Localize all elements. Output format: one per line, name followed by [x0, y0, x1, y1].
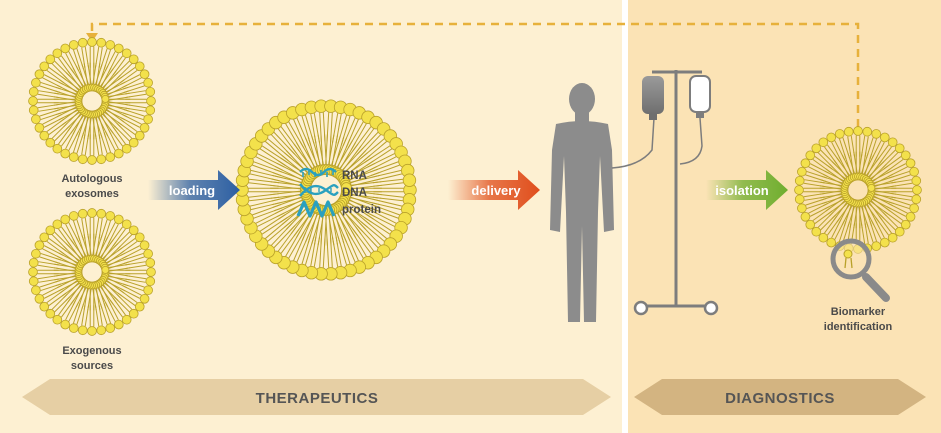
- iv-bag-grey: [642, 76, 664, 114]
- panel-divider: [622, 0, 628, 433]
- exogenous-label-line2: sources: [71, 360, 113, 372]
- isolation-arrow: isolation: [706, 170, 788, 210]
- cargo-label-rna: RNA: [342, 170, 367, 182]
- iv-tube-2: [679, 117, 703, 165]
- iv-tube: [611, 117, 655, 169]
- biomarker-label-line2: identification: [824, 321, 893, 333]
- human-figure-icon: [550, 83, 614, 322]
- magnifying-glass-icon: [830, 238, 890, 302]
- autologous-label-line1: Autologous: [61, 173, 122, 185]
- iv-bag-white: [689, 75, 711, 113]
- delivery-arrow: delivery: [448, 170, 540, 210]
- autologous-exosome-vesicle: [28, 37, 156, 165]
- diagnostics-title: DIAGNOSTICS: [725, 390, 835, 407]
- diagnostics-banner: DIAGNOSTICS: [634, 379, 926, 415]
- cargo-label-dna: DNA: [342, 187, 367, 199]
- loading-arrow: loading: [148, 170, 240, 210]
- autologous-label-line2: exosomes: [65, 188, 119, 200]
- isolation-arrow-label: isolation: [715, 183, 769, 198]
- loaded-exosome-vesicle: [235, 99, 417, 281]
- loading-arrow-label: loading: [169, 183, 215, 198]
- cargo-label-protein: protein: [342, 204, 381, 216]
- biomarker-label-line1: Biomarker: [831, 306, 886, 318]
- delivery-arrow-label: delivery: [471, 183, 521, 198]
- exogenous-source-vesicle: [28, 208, 156, 336]
- rna-icon: [299, 167, 337, 177]
- therapeutics-title: THERAPEUTICS: [256, 390, 379, 407]
- therapeutics-banner: THERAPEUTICS: [22, 379, 611, 415]
- feedback-dashed-line: [90, 22, 860, 127]
- exogenous-label-line1: Exogenous: [62, 345, 121, 357]
- dna-icon: [299, 183, 339, 197]
- iv-stand-icon: [611, 70, 719, 316]
- protein-icon: [296, 200, 336, 218]
- diagnostic-exosome-vesicle: [794, 126, 922, 254]
